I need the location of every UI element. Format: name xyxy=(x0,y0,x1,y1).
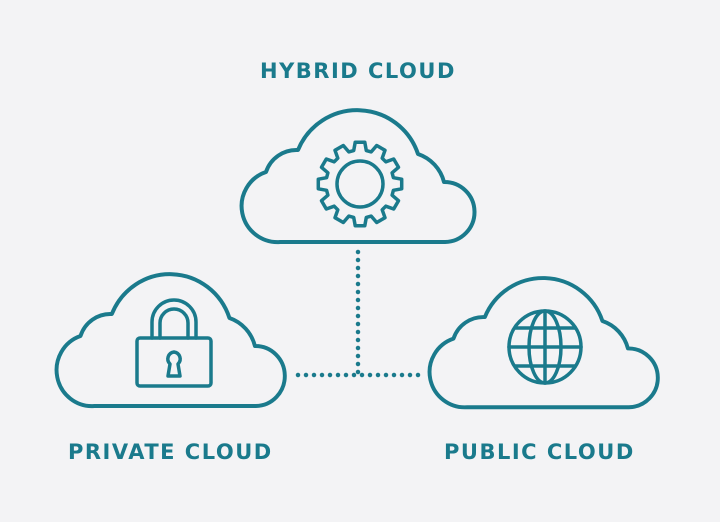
private-cloud-label: PRIVATE CLOUD xyxy=(68,440,273,464)
hybrid-cloud-shape xyxy=(239,108,477,245)
public-cloud-label: PUBLIC CLOUD xyxy=(444,440,635,464)
gear-icon xyxy=(316,140,404,228)
lock-icon xyxy=(135,298,213,388)
hybrid-cloud-label: HYBRID CLOUD xyxy=(260,59,456,83)
globe-icon xyxy=(507,309,583,385)
